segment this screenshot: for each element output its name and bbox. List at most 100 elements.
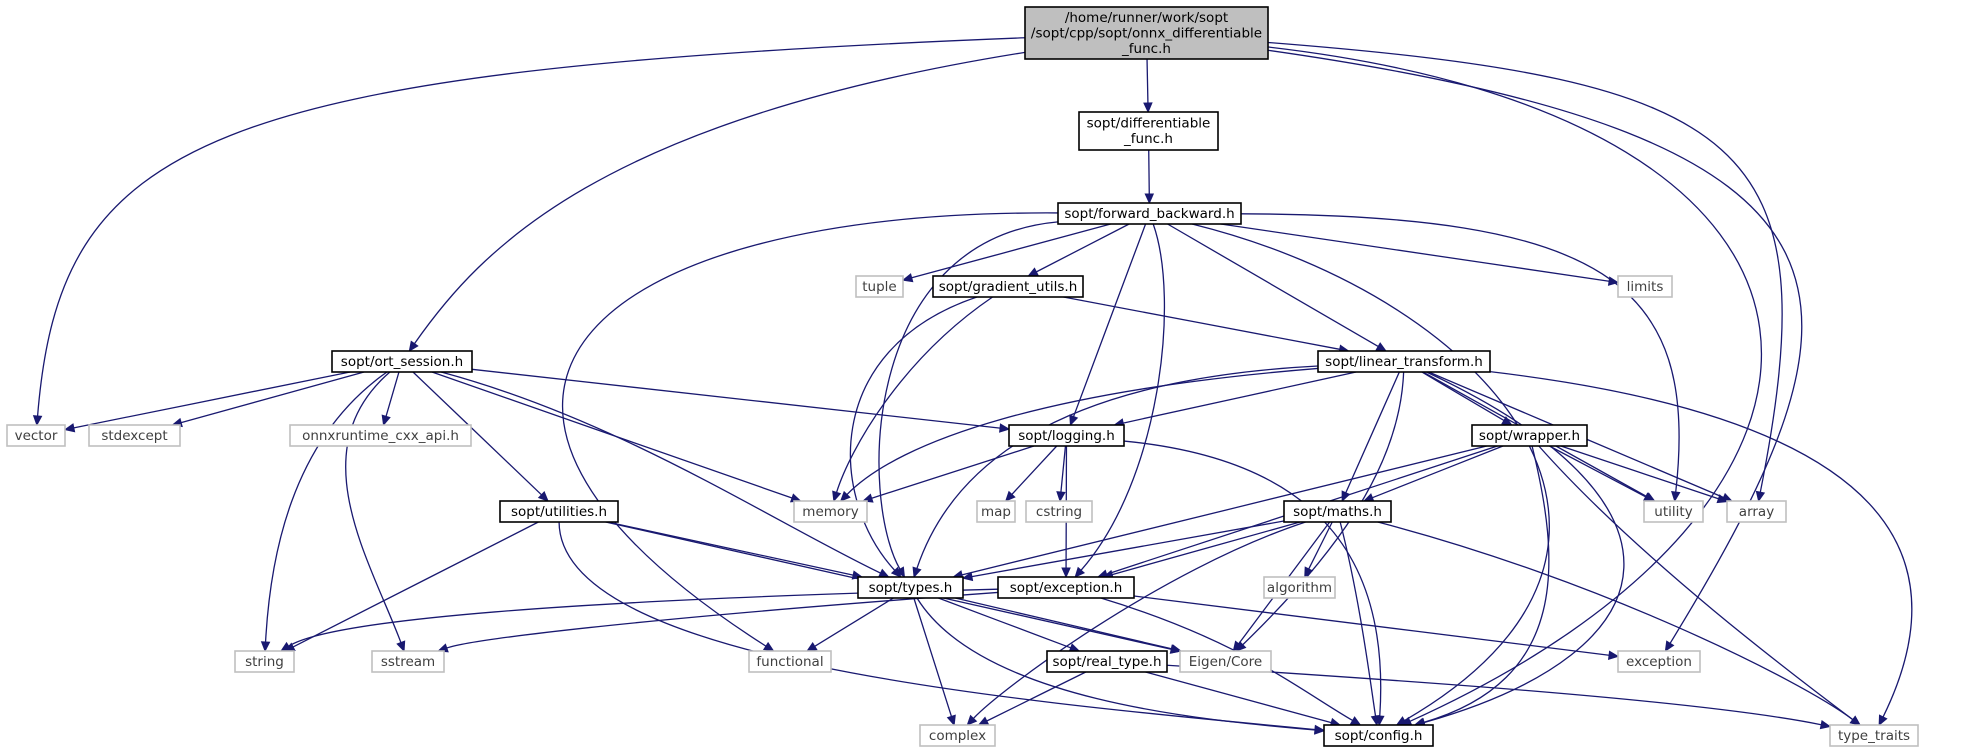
node-exception-h[interactable]: sopt/exception.h	[997, 576, 1135, 599]
node-label: array	[1739, 504, 1774, 520]
node-maths[interactable]: sopt/maths.h	[1283, 500, 1392, 523]
edge-line	[1112, 521, 1301, 576]
node-label: memory	[802, 504, 858, 520]
node-wrapper[interactable]: sopt/wrapper.h	[1471, 424, 1588, 447]
edge-line	[471, 368, 1001, 429]
node-box	[88, 424, 181, 447]
edge-logging-to-map	[1004, 445, 1058, 502]
node-grad[interactable]: sopt/gradient_utils.h	[932, 275, 1084, 298]
node-box	[499, 500, 619, 523]
node-label: functional	[756, 654, 823, 670]
edge-lt-to-type_traits	[1489, 370, 1913, 727]
node-box	[932, 275, 1084, 298]
node-box	[997, 576, 1135, 599]
node-tuple: tuple	[855, 275, 904, 298]
node-root[interactable]: /home/runner/work/sopt/sopt/cpp/sopt/onn…	[1024, 6, 1269, 60]
edge-fb-to-utility	[1240, 213, 1681, 503]
node-box	[1323, 724, 1434, 747]
edge-line	[1123, 371, 1357, 424]
arrowhead	[1849, 715, 1861, 726]
edge-types-to-eigen	[955, 597, 1183, 654]
edge-line	[955, 597, 1173, 650]
node-label: sopt/differentiable	[1087, 116, 1211, 132]
edge-line	[1123, 440, 1382, 717]
edge-types-to-config	[916, 597, 1326, 735]
edge-line	[972, 521, 1306, 719]
node-functional: functional	[748, 650, 832, 673]
node-box	[1617, 275, 1673, 298]
node-algorithm: algorithm	[1263, 576, 1336, 599]
edge-line	[1549, 445, 1646, 498]
node-types[interactable]: sopt/types.h	[857, 576, 964, 599]
arrowhead	[381, 414, 391, 427]
node-label: sopt/config.h	[1335, 728, 1423, 744]
edge-lt-to-types	[912, 365, 1319, 579]
arrowhead	[1878, 714, 1888, 727]
edge-line	[1060, 445, 1067, 493]
node-box	[6, 424, 66, 447]
node-label: sstream	[381, 654, 435, 670]
edge-ort-to-types	[440, 371, 890, 578]
edge-root-to-config	[1267, 46, 1763, 726]
node-config[interactable]: sopt/config.h	[1323, 724, 1434, 747]
node-label: /home/runner/work/sopt	[1065, 10, 1228, 26]
node-label: sopt/exception.h	[1010, 580, 1123, 596]
node-lt[interactable]: sopt/linear_transform.h	[1317, 350, 1491, 373]
arrowhead	[1056, 491, 1066, 503]
arrowhead	[1314, 725, 1326, 735]
node-logging[interactable]: sopt/logging.h	[1008, 424, 1125, 447]
edge-line	[1345, 371, 1400, 494]
arrowhead	[1755, 490, 1766, 503]
edge-lt-to-memory	[839, 367, 1319, 502]
edge-line	[385, 371, 400, 417]
node-label: string	[245, 654, 284, 670]
arrowhead	[839, 490, 851, 502]
arrowhead	[1664, 640, 1675, 653]
edge-ort-to-vector	[63, 371, 351, 433]
node-vector: vector	[6, 424, 66, 447]
node-diff[interactable]: sopt/differentiable_func.h	[1078, 111, 1219, 151]
node-ort[interactable]: sopt/ort_session.h	[331, 350, 473, 373]
edge-line	[835, 296, 993, 493]
arrowhead	[1004, 490, 1016, 502]
edge-ort-to-string	[260, 371, 388, 653]
node-box	[919, 724, 996, 747]
edge-line	[1145, 671, 1332, 724]
node-string: string	[234, 650, 295, 673]
edge-ort-to-utilities	[412, 371, 549, 502]
node-onnx: onnxruntime_cxx_api.h	[289, 424, 472, 447]
node-label: sopt/logging.h	[1018, 428, 1115, 444]
node-box	[1008, 424, 1125, 447]
edge-maths-to-types	[961, 520, 1285, 582]
edge-line	[971, 520, 1285, 578]
node-limits: limits	[1617, 275, 1673, 298]
node-label: _func.h	[1121, 41, 1171, 57]
edge-line	[446, 591, 999, 649]
edge-line	[916, 365, 1319, 569]
arrowhead	[1395, 716, 1408, 726]
node-label: tuple	[862, 279, 896, 295]
edge-types-to-complex	[913, 597, 956, 727]
edge-fb-to-grad	[1027, 223, 1130, 277]
node-box	[1471, 424, 1588, 447]
edge-fb-to-logging	[1069, 223, 1147, 427]
node-label: stdexcept	[101, 428, 167, 444]
node-label: type_traits	[1838, 728, 1910, 744]
node-box	[855, 275, 904, 298]
edge-maths-to-type_traits	[1377, 521, 1861, 726]
edge-line	[814, 597, 894, 647]
edge-line	[1560, 445, 1719, 500]
node-exception: exception	[1617, 650, 1701, 673]
edge-line	[1167, 223, 1379, 348]
edge-root-to-array	[1267, 41, 1783, 503]
arrowhead	[999, 423, 1011, 433]
arrowhead	[1170, 644, 1183, 654]
node-utility: utility	[1643, 500, 1704, 523]
node-label: cstring	[1036, 504, 1082, 520]
node-fb[interactable]: sopt/forward_backward.h	[1057, 202, 1242, 225]
edge-line	[1339, 521, 1377, 717]
edge-line	[911, 223, 1111, 279]
node-stdexcept: stdexcept	[88, 424, 181, 447]
node-realtype[interactable]: sopt/real_type.h	[1046, 650, 1168, 673]
node-utilities[interactable]: sopt/utilities.h	[499, 500, 619, 523]
